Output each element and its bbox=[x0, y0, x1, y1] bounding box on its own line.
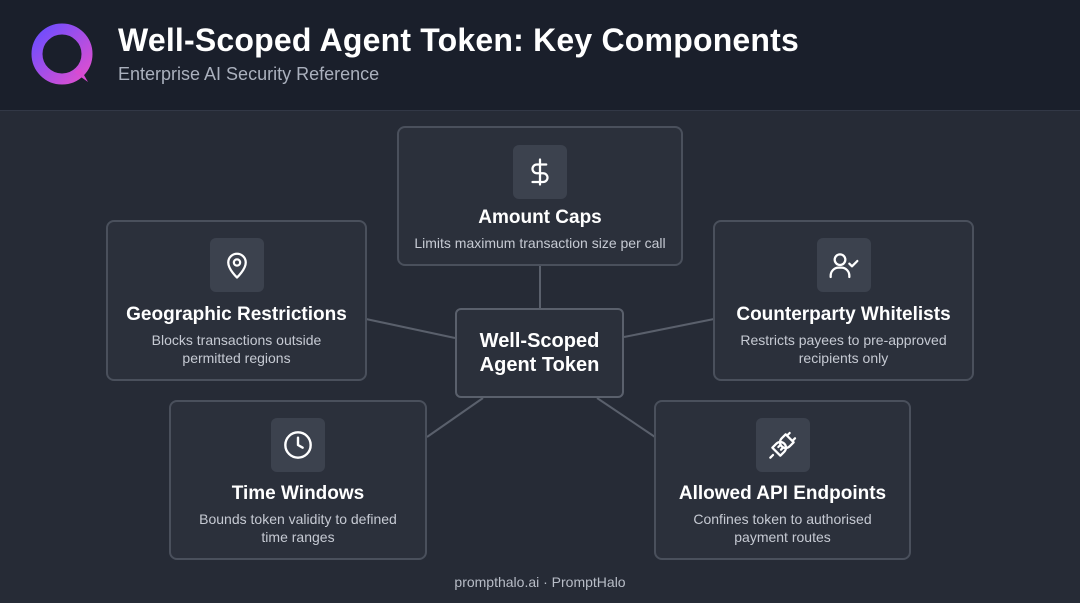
page-subtitle: Enterprise AI Security Reference bbox=[118, 64, 380, 84]
component-title: Geographic Restrictions bbox=[126, 304, 347, 325]
component-description: Limits maximum transaction size per call bbox=[414, 235, 666, 251]
plug-icon-box bbox=[755, 418, 810, 472]
component-card-geographic-restrictions: Geographic Restrictions Blocks transacti… bbox=[106, 220, 367, 381]
header: Well-Scoped Agent Token: Key Components … bbox=[0, 0, 1080, 111]
component-description: Confines token to authorised payment rou… bbox=[693, 511, 872, 545]
connector-counterparty bbox=[623, 318, 715, 338]
page-title: Well-Scoped Agent Token: Key Components bbox=[118, 22, 800, 58]
component-title: Amount Caps bbox=[478, 207, 602, 228]
dollar-icon bbox=[531, 158, 549, 186]
component-card-time-windows: Time Windows Bounds token validity to de… bbox=[169, 400, 427, 560]
user-check-icon-box bbox=[816, 238, 871, 292]
component-title: Counterparty Whitelists bbox=[736, 304, 951, 325]
connector-geo bbox=[365, 318, 456, 339]
center-node-label: Well-Scoped Agent Token bbox=[479, 330, 600, 376]
dollar-icon-box bbox=[513, 145, 567, 199]
center-node-agent-token: Well-Scoped Agent Token bbox=[455, 308, 624, 398]
footer-credit: prompthalo.ai · PromptHalo bbox=[454, 574, 626, 590]
component-title: Allowed API Endpoints bbox=[678, 483, 887, 504]
component-description: Blocks transactions outside permitted re… bbox=[151, 332, 322, 366]
clock-icon bbox=[284, 431, 312, 459]
component-description: Restricts payees to pre-approved recipie… bbox=[740, 332, 947, 366]
plug-icon bbox=[768, 431, 796, 459]
connector-api bbox=[596, 397, 656, 438]
component-card-allowed-api-endpoints: Allowed API Endpoints Confines token to … bbox=[654, 400, 911, 560]
user-check-icon bbox=[829, 253, 858, 279]
component-description: Bounds token validity to defined time ra… bbox=[199, 511, 397, 545]
map-pin-icon bbox=[226, 252, 247, 279]
component-card-amount-caps: Amount Caps Limits maximum transaction s… bbox=[397, 126, 683, 266]
connector-time bbox=[426, 397, 484, 438]
clock-icon-box bbox=[271, 418, 325, 472]
ring-logo-icon bbox=[31, 23, 93, 85]
component-card-counterparty-whitelists: Counterparty Whitelists Restricts payees… bbox=[713, 220, 974, 381]
component-title: Time Windows bbox=[231, 483, 365, 504]
map-pin-icon-box bbox=[209, 238, 264, 292]
